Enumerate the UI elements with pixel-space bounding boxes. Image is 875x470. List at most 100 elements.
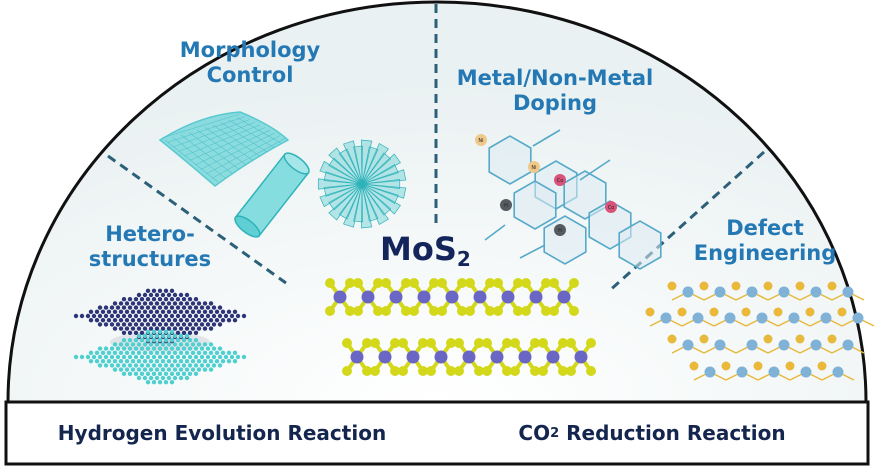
lattice-atom (193, 354, 199, 360)
lattice-atom (103, 346, 109, 351)
molybdenum-atom (473, 290, 487, 304)
lattice-atom (208, 318, 214, 323)
defect-mo-atom (724, 312, 736, 324)
defect-s-atom (699, 334, 709, 344)
nanoflower-icon (317, 139, 407, 229)
footer-co2-suffix: Reduction Reaction (559, 421, 786, 445)
defect-s-atom (699, 281, 709, 291)
sulfur-atom (362, 366, 372, 376)
footer-co2-prefix: CO (518, 421, 551, 445)
lattice-atom (151, 346, 157, 351)
molybdenum-atom (417, 290, 431, 304)
petal (328, 157, 363, 185)
lattice-atom (163, 380, 169, 385)
lattice-atom (139, 322, 145, 327)
lattice-atom (109, 363, 115, 368)
defect-s-atom (667, 281, 677, 291)
label-heterostructures: Hetero- structures (70, 222, 230, 272)
dopant-atom (528, 161, 540, 173)
footer-her-label: Hydrogen Evolution Reaction (57, 421, 387, 445)
lattice-atom (193, 363, 199, 368)
lattice-atom (139, 313, 145, 319)
sulfur-atom (457, 306, 467, 316)
lattice-atom (220, 359, 226, 364)
lattice-atom (226, 359, 232, 364)
lattice-atom (187, 322, 193, 327)
lattice-atom (217, 346, 223, 351)
lattice-atom (124, 342, 130, 347)
lattice-atom (133, 363, 139, 368)
sulfur-atom (541, 306, 551, 316)
defect-mo-atom (832, 366, 844, 378)
lattice-atom (187, 297, 193, 302)
lattice-atom (79, 313, 85, 319)
lattice-atom (172, 359, 178, 364)
molybdenum-atom (378, 350, 392, 364)
lattice-atom (142, 333, 148, 339)
lattice-atom (160, 292, 166, 298)
lattice-atom (139, 354, 145, 360)
sulfur-atom (437, 278, 447, 288)
sulfur-atom (370, 338, 380, 348)
defect-mo-atom (820, 312, 832, 324)
lattice-atom (175, 322, 181, 327)
footer-co2-subscript: 2 (550, 425, 560, 441)
lattice-atom (109, 346, 115, 351)
lattice-atom (142, 309, 148, 314)
lattice-atom (115, 354, 121, 360)
sulfur-atom (541, 278, 551, 288)
lattice-atom (160, 375, 166, 381)
defect-s-atom (827, 334, 837, 344)
divider-right (606, 150, 766, 294)
sulfur-atom (390, 366, 400, 376)
lattice-atom (184, 375, 190, 381)
lattice-atom (175, 330, 181, 335)
lattice-atom (178, 342, 184, 347)
lattice-atom (178, 292, 184, 298)
lattice-atom (154, 342, 160, 347)
lattice-atom (154, 333, 160, 339)
lattice-atom (73, 313, 79, 319)
lattice-atom (208, 309, 214, 314)
defect-mo-atom (682, 339, 694, 351)
lattice-atom (91, 313, 97, 319)
lattice-atom (169, 380, 175, 385)
lattice-atom (133, 330, 139, 335)
sulfur-atom (510, 338, 520, 348)
petal (361, 183, 392, 216)
lattice-atom (157, 354, 163, 360)
lattice-atom (163, 338, 169, 343)
defect-mo-atom (800, 366, 812, 378)
sulfur-atom (521, 278, 531, 288)
molybdenum-atom (333, 290, 347, 304)
lattice-atom (166, 342, 172, 347)
lattice-atom (124, 301, 130, 306)
sulfur-atom (530, 366, 540, 376)
lattice-atom (112, 342, 118, 347)
lattice-atom (163, 329, 169, 334)
lattice-atom (157, 346, 163, 351)
lattice-atom (112, 326, 118, 331)
lattice-atom (214, 359, 220, 364)
lattice-atom (139, 338, 145, 343)
lattice-atom (205, 363, 211, 368)
lattice-atom (145, 297, 151, 302)
lattice-atom (214, 318, 220, 323)
lattice-atom (118, 359, 124, 364)
lattice-atom (211, 305, 217, 310)
lattice-atom (88, 350, 94, 355)
lattice-atom (97, 346, 103, 351)
lattice-atom (175, 297, 181, 302)
lattice-atom (184, 350, 190, 355)
lattice-atom (148, 342, 154, 347)
lattice-atom (163, 322, 169, 327)
lattice-atom (175, 346, 181, 351)
lattice-atom (121, 363, 127, 368)
lattice-atom (181, 297, 187, 302)
sulfur-atom (502, 366, 512, 376)
lattice-atom (88, 359, 94, 364)
lattice-atom (163, 354, 169, 360)
lattice-atom (127, 371, 133, 376)
center-title: MoS2 (380, 230, 471, 271)
